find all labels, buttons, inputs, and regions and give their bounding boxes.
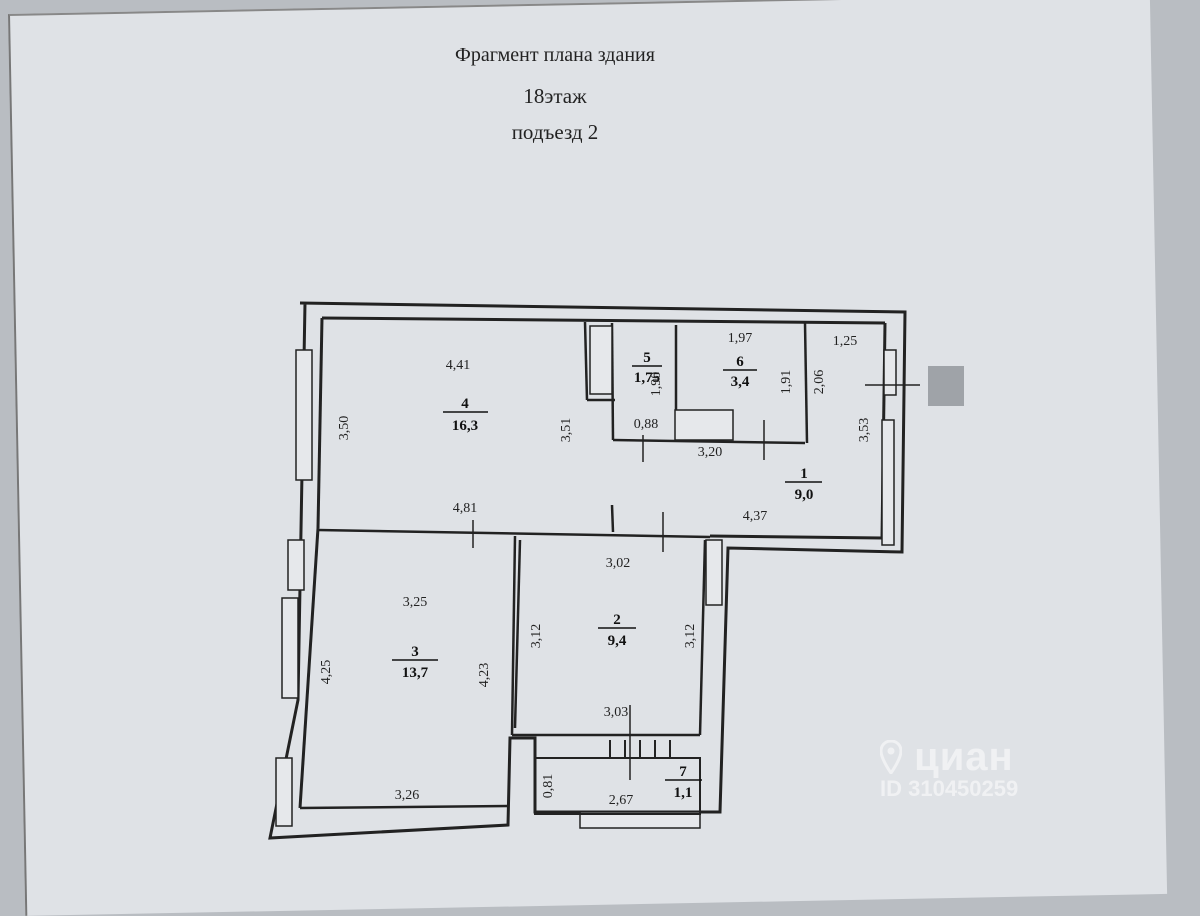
dim-r2-top: 3,02 xyxy=(606,556,631,571)
redacted-patch xyxy=(928,366,964,406)
room-5-number: 5 xyxy=(643,350,651,366)
entrance-label: подъезд 2 xyxy=(511,120,599,144)
room-1-number: 1 xyxy=(800,466,808,482)
room-6-area: 3,4 xyxy=(731,374,750,390)
cian-logo: циан xyxy=(880,735,1018,780)
dim-r4-left: 3,50 xyxy=(337,416,352,441)
cian-watermark: циан ID 310450259 xyxy=(880,735,1018,802)
dim-r3-left: 4,25 xyxy=(319,660,334,685)
windows xyxy=(275,325,897,829)
room-7-number: 7 xyxy=(679,764,687,780)
door-ticks xyxy=(472,384,920,780)
floor-label: 18этаж xyxy=(523,84,587,108)
dim-hall-bottom: 4,37 xyxy=(743,509,768,524)
room-3-area: 13,7 xyxy=(402,665,429,681)
room-5-area: 1,75 xyxy=(634,370,660,386)
dim-hall-side1: 2,06 xyxy=(812,370,827,395)
room-4-area: 16,3 xyxy=(452,418,478,434)
room-1-area: 9,0 xyxy=(795,487,814,503)
dim-r3-right: 4,23 xyxy=(477,663,492,688)
room-7-area: 1,1 xyxy=(674,785,693,801)
location-pin-icon xyxy=(880,740,902,774)
room-4-number: 4 xyxy=(461,396,469,412)
dim-r4-top: 4,41 xyxy=(446,358,471,373)
dim-r5-bottom: 0,88 xyxy=(634,417,659,432)
balcony-7 xyxy=(534,740,701,815)
dim-r4-bottom: 4,81 xyxy=(453,501,478,516)
dim-r6-top: 1,97 xyxy=(728,331,753,346)
fraction-bars xyxy=(392,365,822,781)
listing-id: ID 310450259 xyxy=(880,776,1019,801)
dim-r2-bottom: 3,03 xyxy=(604,705,629,720)
dim-r7-bottom: 2,67 xyxy=(609,793,634,808)
dim-r6-side: 1,91 xyxy=(779,370,794,395)
cian-brand: циан xyxy=(914,735,1014,779)
room-3-number: 3 xyxy=(411,644,419,660)
interior-walls xyxy=(299,321,809,810)
dim-hall-side2: 3,53 xyxy=(857,418,872,443)
dim-r3-top: 3,25 xyxy=(403,595,428,610)
dim-r5-side: 1,90 xyxy=(649,372,664,397)
room-2-area: 9,4 xyxy=(608,633,627,649)
dim-r3-bottom: 3,26 xyxy=(395,788,420,803)
dim-hall-top: 1,25 xyxy=(833,334,858,349)
dim-hall-mid: 3,20 xyxy=(698,445,723,460)
plan-title: Фрагмент плана здания xyxy=(455,44,655,66)
dim-r2-left: 3,12 xyxy=(529,624,544,649)
room-6-number: 6 xyxy=(736,354,744,370)
dim-r2-right: 3,12 xyxy=(683,624,698,649)
room-2-number: 2 xyxy=(613,612,621,628)
dim-r7-side: 0,81 xyxy=(541,774,556,799)
dim-r4-right: 3,51 xyxy=(559,418,574,443)
